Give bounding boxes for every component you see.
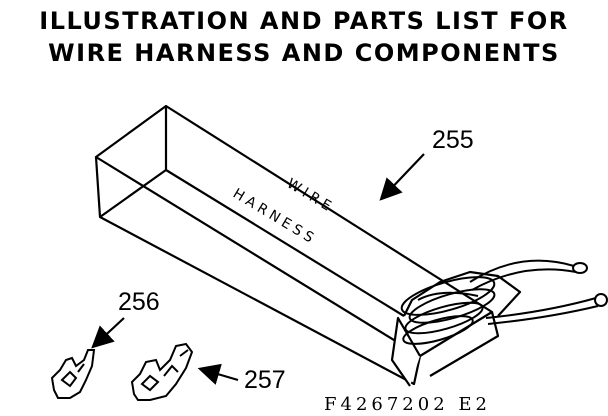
terminal-256	[50, 349, 96, 399]
figure-code: F4267202 E2	[324, 394, 491, 415]
title-line-2: WIRE HARNESS AND COMPONENTS	[48, 39, 560, 67]
wire-coil	[400, 276, 496, 345]
callout-256-arrow	[91, 317, 125, 349]
wire-terminal-lower	[594, 293, 608, 307]
wire-terminal-upper	[572, 262, 588, 274]
wire-harness-box	[94, 104, 522, 387]
callout-255-arrow	[379, 153, 425, 201]
wire-leads	[469, 259, 608, 325]
title-line-1: ILLUSTRATION AND PARTS LIST FOR	[39, 7, 569, 35]
callout-255: 255	[432, 126, 474, 154]
callout-257: 257	[244, 366, 286, 394]
callout-257-arrow	[197, 363, 239, 385]
callout-256: 256	[118, 288, 160, 316]
terminal-257	[130, 342, 194, 401]
